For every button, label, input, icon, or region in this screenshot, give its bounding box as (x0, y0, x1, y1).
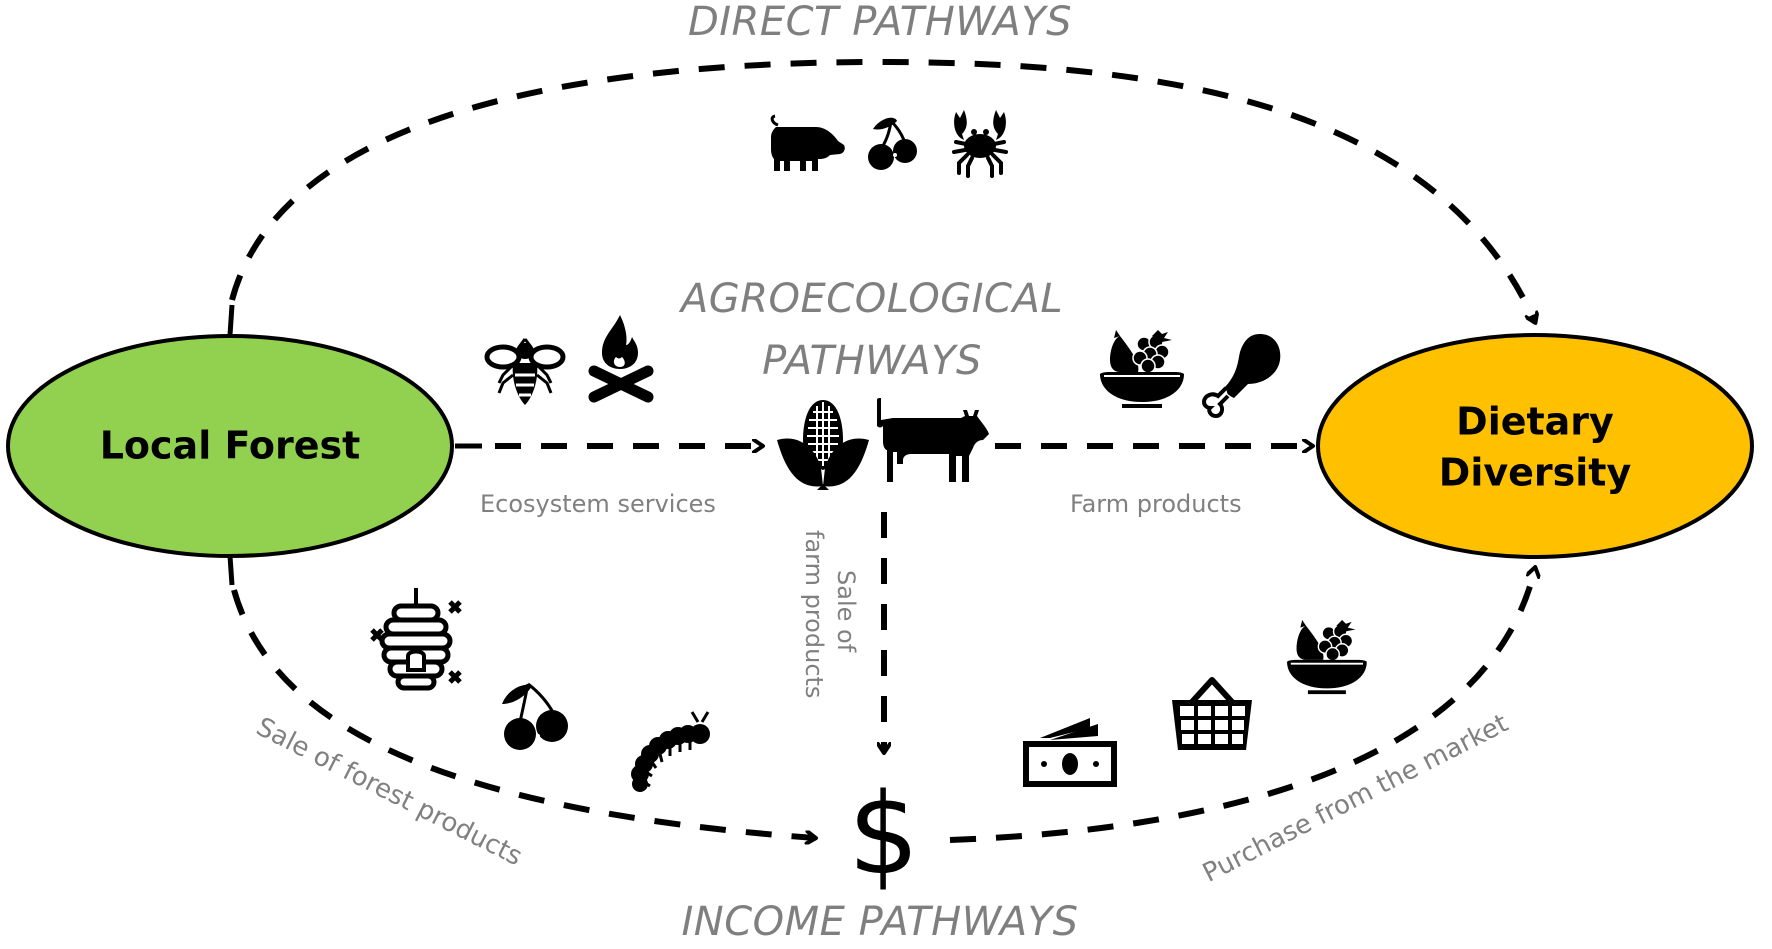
income-pathways-title: INCOME PATHWAYS (681, 899, 1079, 945)
corn-icon (777, 400, 869, 490)
local-forest-node[interactable] (6, 334, 454, 558)
campfire-icon (588, 315, 654, 403)
pig-icon (770, 114, 845, 171)
agroecological-title-line2: PATHWAYS (762, 338, 982, 384)
dietary-diversity-label: Dietary Diversity (1439, 397, 1631, 500)
shopping-basket-icon (1172, 677, 1252, 750)
forest-cherries-icon (502, 682, 568, 750)
market-fruit-bowl-icon (1287, 620, 1367, 695)
sale-of-farm-products-label: Sale of farm products (798, 530, 862, 698)
farm-sale-line1: Sale of (832, 570, 860, 653)
agroecological-title-line1: AGROECOLOGICAL (680, 276, 1064, 322)
dollar-hub-icon: $ (848, 770, 920, 900)
direct-pathways-title: DIRECT PATHWAYS (687, 0, 1073, 45)
beehive-icon (370, 588, 462, 691)
agroecological-pathways-title: AGROECOLOGICAL PATHWAYS (681, 268, 1063, 392)
money-bill-icon (1023, 718, 1117, 787)
direct-pathway-edge (227, 58, 1535, 336)
chicken-leg-icon (1201, 334, 1281, 419)
farm-products-label: Farm products (1070, 490, 1242, 518)
ecosystem-services-label: Ecosystem services (480, 490, 716, 518)
forest-sale-edge (227, 555, 815, 838)
bee-icon (484, 338, 566, 405)
dietary-label-line2: Diversity (1438, 451, 1632, 495)
local-forest-label: Local Forest (99, 423, 361, 468)
market-purchase-edge (949, 568, 1535, 843)
crab-icon (952, 110, 1008, 178)
dietary-label-line1: Dietary (1456, 399, 1614, 444)
cow-icon (877, 398, 989, 482)
caterpillar-icon (631, 711, 710, 792)
cherries-icon (868, 117, 917, 170)
farm-sale-line2: farm products (800, 530, 828, 699)
fruit-bowl-icon (1100, 330, 1184, 408)
dietary-diversity-node[interactable] (1316, 333, 1754, 559)
